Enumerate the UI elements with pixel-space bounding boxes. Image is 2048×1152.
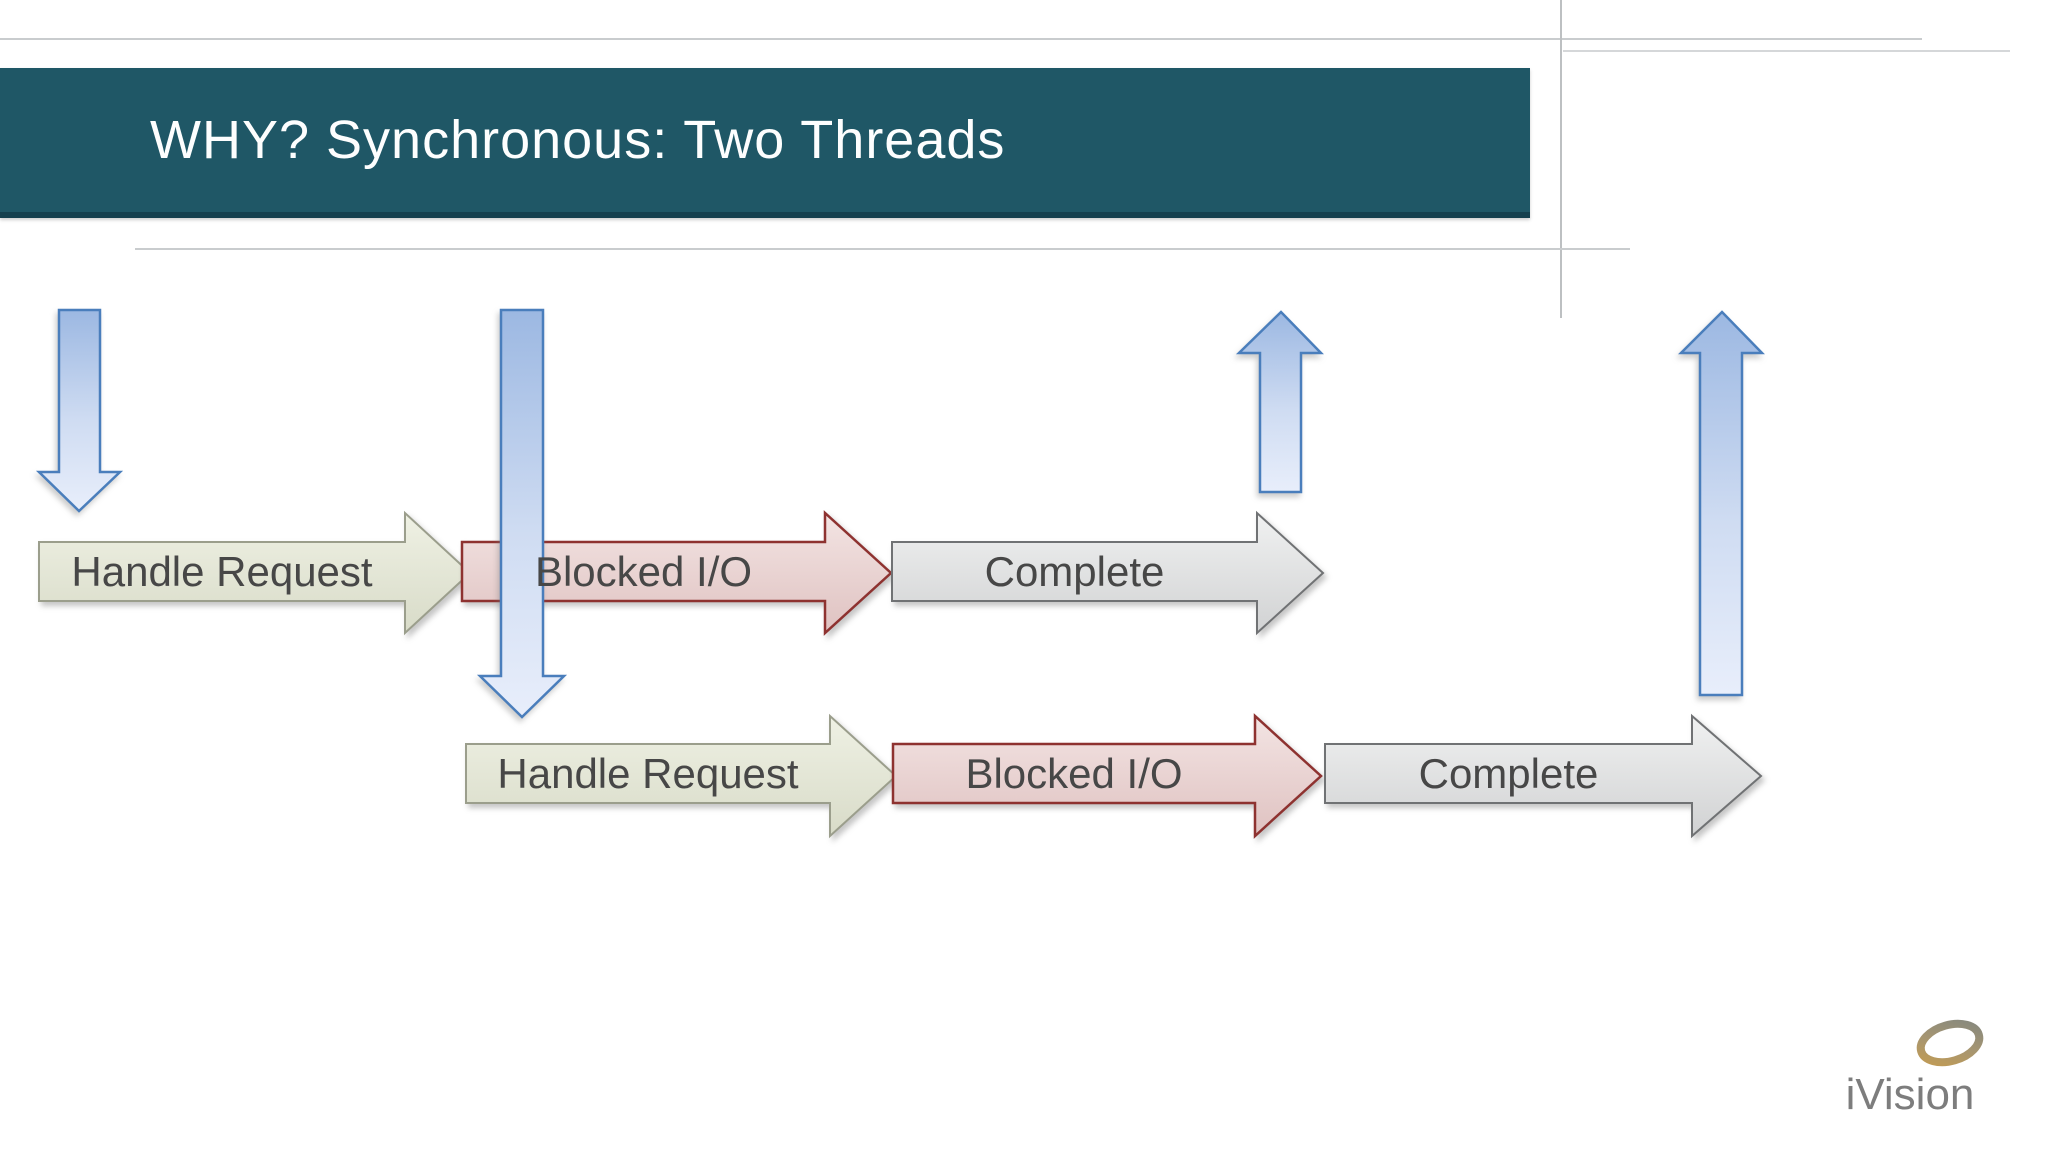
thread2-handle-request-arrow bbox=[465, 713, 898, 839]
decor-line-top bbox=[0, 38, 1922, 40]
thread1-step-label-handle-request: Handle Request bbox=[71, 548, 373, 595]
thread1-complete-arrow bbox=[891, 510, 1325, 636]
thread1-handle-request-arrow bbox=[38, 510, 472, 636]
thread2-step-label-blocked-io: Blocked I/O bbox=[965, 750, 1183, 797]
ivision-logo-text: iVision bbox=[1845, 1070, 1975, 1119]
thread2-blocked-io-arrow bbox=[891, 713, 1323, 839]
response-out-arrow-up-tall-icon bbox=[1677, 310, 1765, 697]
thread1-step-label-complete: Complete bbox=[984, 548, 1165, 595]
decor-line-top-right bbox=[1563, 50, 2010, 52]
thread2-step-label-handle-request: Handle Request bbox=[497, 750, 799, 797]
thread2-complete-arrow bbox=[1324, 713, 1763, 839]
ivision-logo: iVision bbox=[1840, 1012, 2010, 1137]
request-in-arrow-down-icon bbox=[35, 308, 124, 513]
decor-line-vertical bbox=[1560, 0, 1562, 318]
decor-line-under-title bbox=[135, 248, 1630, 250]
slide-title: WHY? Synchronous: Two Threads bbox=[150, 110, 1006, 170]
response-out-arrow-up-icon bbox=[1235, 310, 1324, 494]
ivision-logo-ring-icon bbox=[1916, 1019, 1984, 1067]
request-in-arrow-down-long-icon bbox=[476, 308, 568, 719]
thread1-step-label-blocked-io: Blocked I/O bbox=[534, 548, 753, 595]
thread2-step-label-complete: Complete bbox=[1418, 750, 1599, 797]
slide-title-bar: WHY? Synchronous: Two Threads bbox=[0, 68, 1530, 218]
